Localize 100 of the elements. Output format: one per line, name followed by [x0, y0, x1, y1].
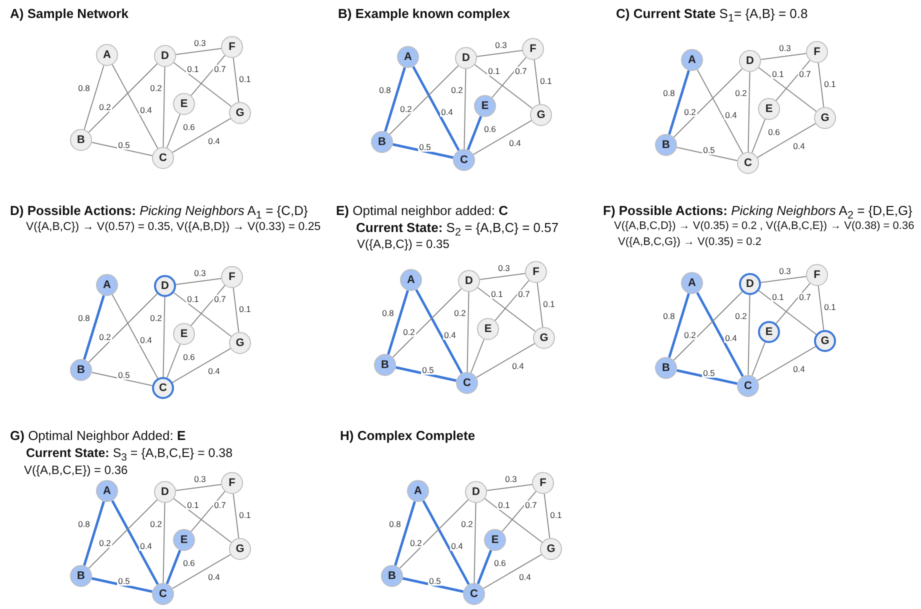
edge-line — [384, 67, 406, 132]
edge-line — [173, 498, 232, 543]
graph-node: E — [474, 95, 496, 117]
graph-node: E — [758, 98, 780, 120]
edge-label: 0.4 — [792, 142, 806, 150]
edge-label: 0.5 — [117, 140, 131, 150]
edge-line — [399, 499, 469, 569]
edge-line — [748, 72, 750, 152]
edge-label: 0.4 — [443, 330, 457, 340]
edge-line — [172, 118, 231, 153]
graph-node: A — [397, 46, 419, 68]
edge-line — [395, 366, 457, 382]
panel-heading: D) Possible Actions: Picking Neighbors A$_{1}$ = {C,D} — [10, 203, 308, 222]
edge-line — [760, 52, 807, 60]
edge-line — [477, 287, 536, 332]
graph-node: G — [533, 327, 555, 349]
edge-line — [415, 289, 463, 374]
edge-label: 0.2 — [453, 308, 467, 318]
edge-label: 0.5 — [418, 142, 432, 152]
edge-label: 0.2 — [98, 332, 112, 342]
edge-label: 0.1 — [490, 290, 504, 298]
edge-label: 0.1 — [186, 500, 200, 510]
edge-label: 0.5 — [702, 368, 716, 378]
edge-label: 0.2 — [460, 520, 474, 528]
edge-label: 0.3 — [497, 264, 511, 272]
edge-label: 0.1 — [542, 300, 556, 308]
edge-line — [676, 369, 738, 385]
edge-label: 0.1 — [238, 510, 252, 520]
graph-node: F — [806, 264, 828, 286]
edge-line — [112, 64, 158, 149]
edge-line — [162, 296, 166, 378]
graph-node: C — [152, 583, 174, 605]
edge-label: 0.2 — [409, 538, 423, 548]
graph-node: C — [456, 372, 478, 394]
edge-label: 0.2 — [683, 330, 697, 340]
edge-label: 0.2 — [98, 102, 112, 112]
edge-line — [402, 577, 464, 593]
edge-line — [162, 502, 166, 584]
edge-line — [172, 554, 231, 589]
edge-label: 0.4 — [139, 336, 153, 344]
graph-node: C — [453, 149, 475, 171]
edge-line — [190, 284, 226, 326]
edge-line — [696, 69, 744, 154]
edge-line — [190, 54, 226, 96]
edge-line — [91, 142, 153, 156]
panel-heading: F) Possible Actions: Picking Neighbors A$_{2}$ = {D,E,G} — [603, 203, 912, 222]
edge-label: 0.8 — [662, 312, 676, 320]
edge-line — [111, 500, 159, 585]
edge-line — [818, 285, 824, 331]
edge-line — [190, 490, 226, 532]
formula-text: V({A,B,C,D}) → V(0.35) = 0.2 , V({A,B,C,E}) → V(0.38) = 0.36 — [614, 220, 914, 234]
edge-label: 0.3 — [494, 40, 508, 50]
edge-label: 0.3 — [778, 44, 792, 52]
formula-text: V({A,B,C,G}) → V(0.35) = 0.2 — [618, 236, 762, 250]
graph-node: G — [530, 104, 552, 126]
graph-node: F — [221, 472, 243, 494]
edge-line — [673, 68, 743, 138]
edge-label: 0.5 — [702, 146, 716, 154]
edge-label: 0.7 — [213, 64, 227, 74]
edge-line — [758, 67, 817, 112]
graph-node: G — [229, 102, 251, 124]
edge-label: 0.8 — [388, 520, 402, 528]
graph-node: C — [737, 375, 759, 397]
edge-label: 0.8 — [77, 314, 91, 322]
edge-line — [473, 120, 532, 155]
edge-label: 0.6 — [767, 128, 781, 136]
edge-line — [483, 554, 542, 589]
graph-node: G — [540, 538, 562, 560]
edge-line — [232, 493, 240, 539]
edge-label: 0.7 — [213, 294, 227, 304]
edge-label: 0.7 — [798, 292, 812, 302]
edge-label: 0.5 — [117, 370, 131, 380]
edge-label: 0.5 — [421, 366, 435, 374]
edge-line — [668, 293, 690, 358]
graph-node: B — [70, 359, 92, 381]
edge-line — [88, 499, 158, 569]
edge-label: 0.2 — [450, 86, 464, 94]
edge-line — [464, 68, 466, 150]
graph-node: E — [173, 529, 195, 551]
edge-line — [486, 484, 533, 492]
edge-label: 0.8 — [77, 520, 91, 528]
graph-node: D — [739, 50, 761, 72]
edge-line — [476, 550, 492, 584]
edge-line — [484, 498, 543, 543]
edge-label: 0.1 — [549, 510, 563, 520]
edge-label: 0.4 — [792, 364, 806, 374]
edge-line — [673, 291, 743, 361]
edge-label: 0.2 — [734, 312, 748, 320]
edge-line — [776, 60, 810, 102]
edge-label: 0.2 — [149, 314, 163, 322]
graph-node: A — [96, 274, 118, 296]
edge-line — [696, 292, 744, 377]
edge-label: 0.2 — [149, 84, 163, 92]
edge-label: 0.1 — [823, 80, 837, 88]
panel-heading: Current State: S$_{2}$ = {A,B,C} = 0.57 — [356, 220, 559, 239]
edge-line — [544, 493, 550, 539]
graph-node: D — [458, 270, 480, 292]
edge-line — [175, 48, 222, 56]
edge-line — [173, 62, 232, 107]
graph-node: D — [455, 47, 477, 69]
